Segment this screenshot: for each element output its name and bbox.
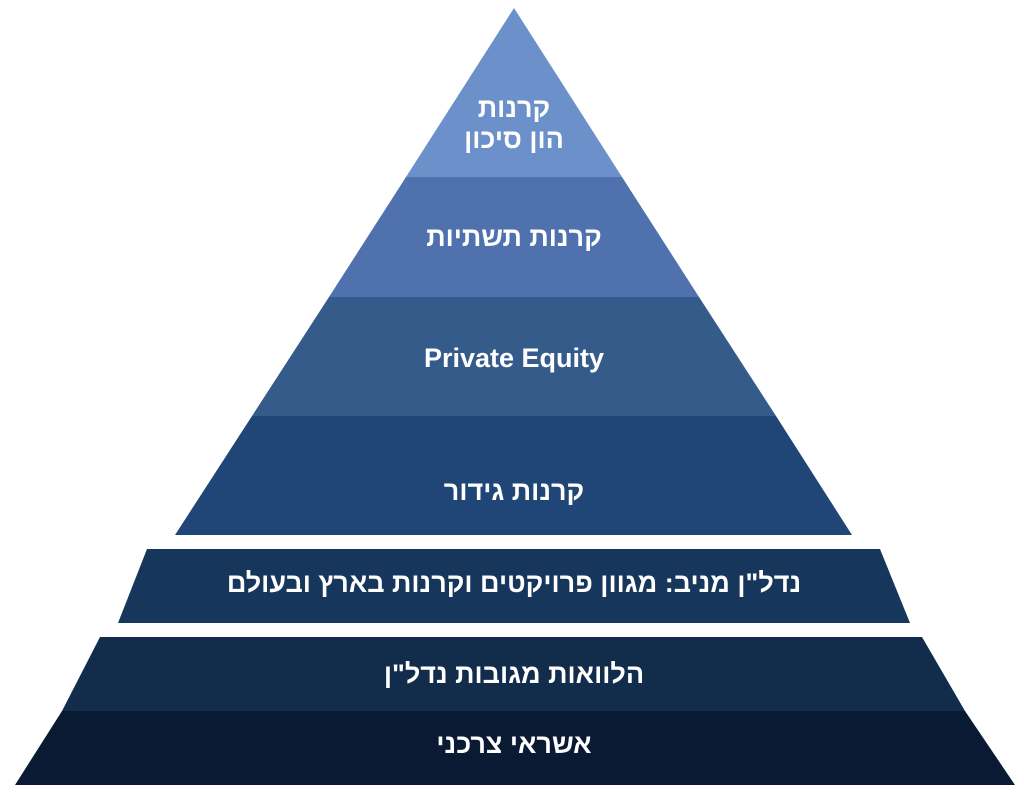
level-label-line1: קרנות (478, 93, 550, 123)
level-shape (175, 416, 852, 535)
pyramid-level-private-equity: Private Equity (252, 297, 776, 416)
level-shape (406, 8, 622, 177)
level-shape (329, 177, 699, 297)
level-label: נדל"ן מניב: מגוון פרויקטים וקרנות בארץ ו… (227, 568, 801, 598)
level-label-line2: הון סיכון (464, 124, 564, 154)
level-shape (118, 549, 910, 623)
level-shape (62, 637, 965, 711)
pyramid-level-infrastructure-funds: קרנות תשתיות (329, 177, 699, 297)
level-shape (15, 711, 1015, 785)
pyramid-level-consumer-credit: אשראי צרכני (15, 711, 1015, 785)
level-label: קרנות תשתיות (426, 222, 602, 252)
level-label: הלוואות מגובות נדל"ן (384, 659, 644, 689)
pyramid-level-real-estate-loans: הלוואות מגובות נדל"ן (62, 637, 965, 711)
level-label: קרנות גידור (444, 476, 584, 506)
pyramid-level-venture-capital: קרנות הון סיכון (406, 8, 622, 177)
pyramid-level-hedge-funds: קרנות גידור (175, 416, 852, 535)
level-label: Private Equity (424, 343, 604, 373)
level-label: אשראי צרכני (436, 729, 591, 759)
level-shape (252, 297, 776, 416)
pyramid-level-income-real-estate: נדל"ן מניב: מגוון פרויקטים וקרנות בארץ ו… (118, 549, 910, 623)
